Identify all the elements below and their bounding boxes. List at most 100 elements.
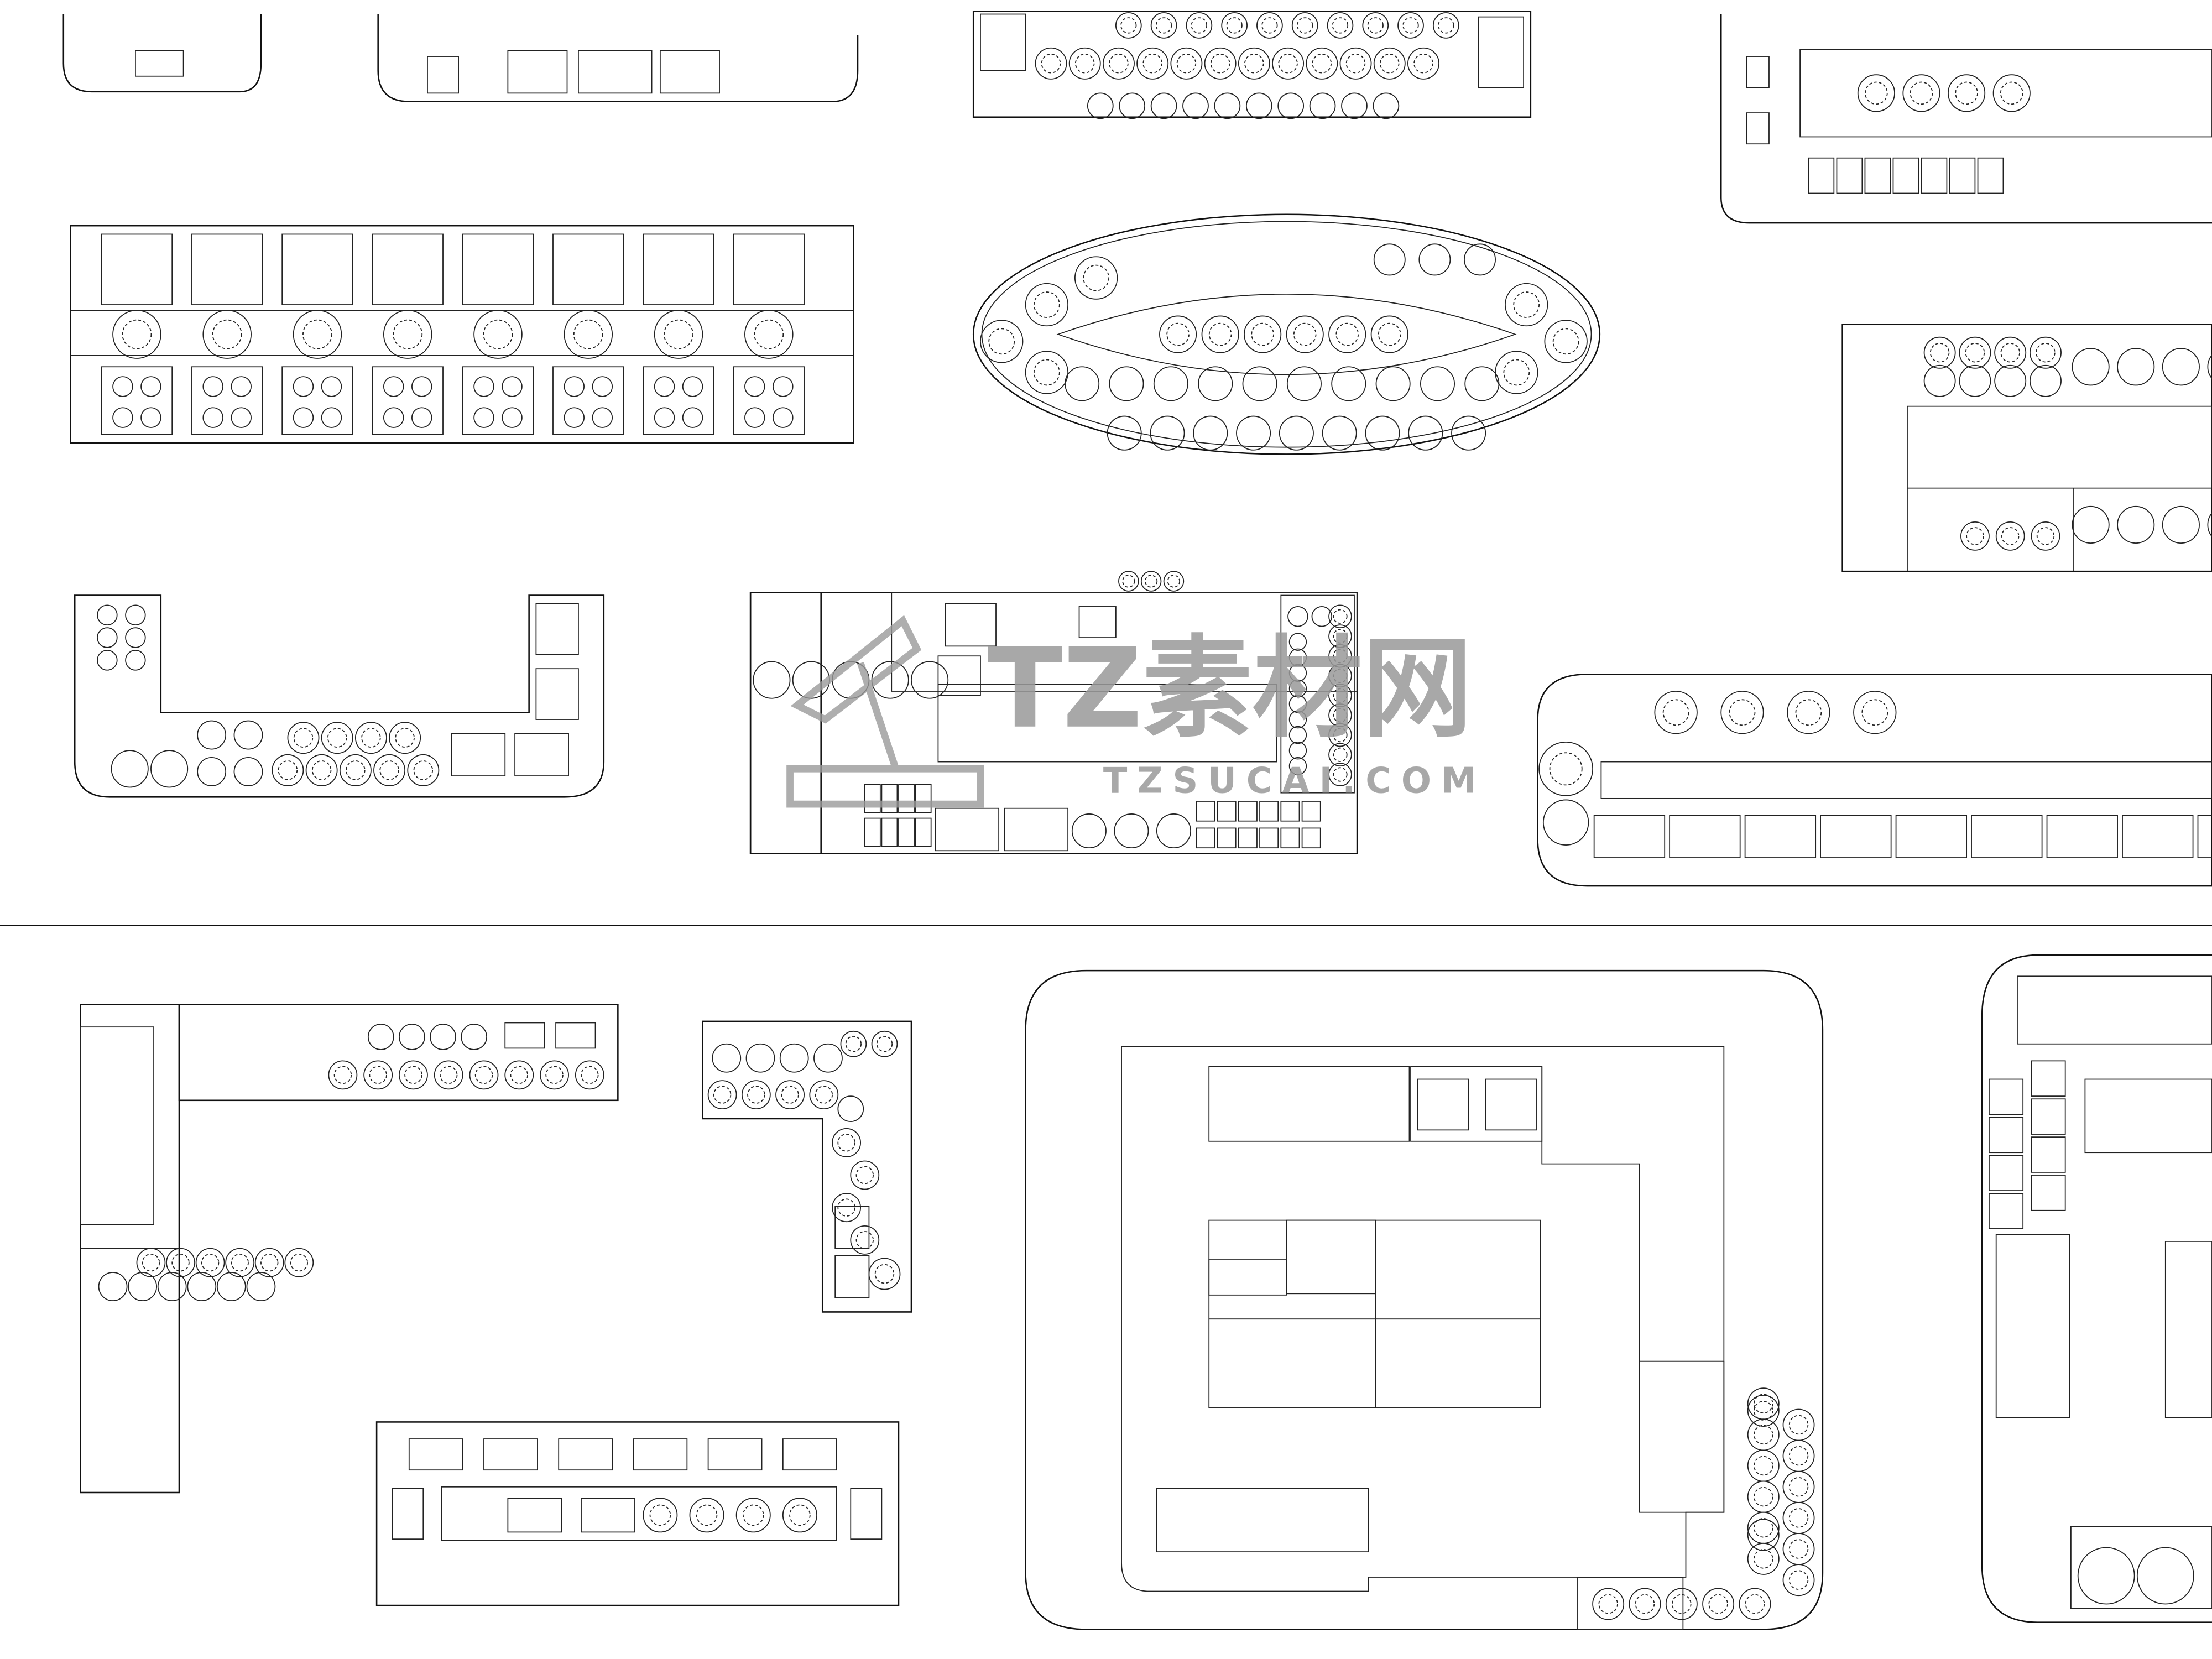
food-icon — [201, 1253, 220, 1272]
plate-symbol — [150, 750, 189, 788]
food-icon — [876, 1036, 893, 1052]
plate-symbol — [809, 1080, 839, 1109]
plate-symbol — [1782, 1470, 1815, 1503]
counter-long-bottom — [375, 1421, 900, 1606]
plate-symbol — [1923, 336, 1956, 369]
plate-symbol — [2117, 348, 2155, 386]
plate-symbol — [837, 1095, 864, 1122]
plate-symbol — [1328, 624, 1352, 648]
plate-symbol — [1291, 12, 1318, 39]
food-icon — [1278, 54, 1298, 74]
tray-symbol — [864, 817, 881, 847]
plate-symbol — [654, 407, 675, 428]
tray-symbol — [191, 366, 263, 435]
plate-symbol — [1747, 1395, 1780, 1427]
tray-symbol — [1217, 801, 1237, 822]
tray-symbol — [1669, 815, 1741, 858]
plate-symbol — [1702, 1588, 1735, 1620]
plate-symbol — [1288, 648, 1307, 666]
plate-symbol — [128, 1272, 158, 1301]
plate-symbol — [136, 1248, 166, 1277]
plate-symbol — [293, 376, 314, 397]
counter-top-right — [1720, 14, 2212, 224]
food-icon — [1075, 54, 1095, 74]
tray-symbol — [935, 807, 1000, 852]
food-icon — [1034, 359, 1060, 386]
counter-kitchen-station — [749, 571, 1358, 854]
plate-symbol — [202, 376, 223, 397]
plate-symbol — [1163, 571, 1185, 592]
plate-symbol — [654, 310, 703, 359]
plate-symbol — [473, 310, 523, 359]
plate-symbol — [140, 376, 161, 397]
food-icon — [1413, 54, 1433, 74]
plate-symbol — [592, 376, 613, 397]
plate-symbol — [473, 407, 494, 428]
plate-symbol — [321, 407, 342, 428]
plate-symbol — [225, 1248, 255, 1277]
tray-symbol — [1259, 827, 1279, 849]
food-icon — [1788, 1570, 1809, 1590]
plate-symbol — [1495, 351, 1538, 394]
plate-symbol — [1505, 283, 1548, 327]
plate-symbol — [832, 1193, 862, 1223]
food-icon — [855, 1231, 874, 1249]
watermark: TZ素材网 TZSUCAI.COM — [786, 615, 1476, 808]
plate-symbol — [871, 1030, 898, 1057]
plate-symbol — [411, 407, 432, 428]
plate-symbol — [1328, 723, 1352, 747]
tray-symbol — [2031, 1136, 2066, 1173]
counter-oval-island — [972, 213, 1601, 455]
plate-symbol — [1236, 415, 1271, 451]
food-icon — [845, 1036, 862, 1052]
plate-symbol — [1959, 336, 1991, 369]
plate-symbol — [868, 1258, 901, 1290]
tray-symbol — [898, 817, 915, 847]
plate-symbol — [1214, 92, 1241, 119]
plate-symbol — [1068, 47, 1101, 80]
plate-symbol — [1272, 47, 1305, 80]
plate-symbol — [1327, 12, 1354, 39]
food-icon — [1754, 1518, 1773, 1538]
counter-u-shape — [74, 594, 605, 798]
tray-symbol — [462, 233, 534, 305]
counter-large-kitchen — [1025, 969, 1824, 1630]
plate-symbol — [1407, 47, 1439, 80]
food-icon — [1513, 291, 1540, 318]
tray-symbol — [733, 233, 805, 305]
plate-symbol — [1747, 1519, 1780, 1551]
plate-symbol — [1118, 571, 1139, 592]
plate-symbol — [305, 754, 338, 786]
food-icon — [346, 760, 366, 780]
food-icon — [1788, 1539, 1809, 1559]
plate-symbol — [231, 376, 252, 397]
plate-symbol — [850, 1160, 880, 1190]
food-icon — [1965, 343, 1985, 363]
counter-l-shape-left — [80, 1004, 619, 1494]
plate-symbol — [1288, 710, 1307, 729]
plate-symbol — [592, 407, 613, 428]
food-icon — [1598, 1594, 1618, 1614]
tray-symbol — [2046, 815, 2118, 858]
plate-symbol — [1362, 12, 1389, 39]
tray-symbol — [1301, 827, 1321, 849]
food-icon — [1333, 649, 1348, 664]
plate-symbol — [1244, 315, 1282, 353]
plate-symbol — [782, 1498, 817, 1533]
food-icon — [649, 1504, 671, 1526]
food-icon — [573, 319, 603, 349]
plate-symbol — [1665, 1588, 1698, 1620]
food-icon — [1754, 1425, 1773, 1445]
food-icon — [713, 1086, 732, 1104]
food-icon — [333, 1066, 352, 1084]
plate-symbol — [2207, 512, 2212, 538]
plate-symbol — [1739, 1588, 1771, 1620]
food-icon — [1335, 322, 1359, 346]
tray-symbol — [1238, 801, 1258, 822]
food-icon — [696, 1504, 718, 1526]
plate-symbol — [773, 407, 794, 428]
plate-symbol — [1592, 1588, 1625, 1620]
plate-symbol — [1432, 12, 1459, 39]
tray-symbol — [408, 1438, 463, 1471]
food-icon — [413, 760, 434, 780]
